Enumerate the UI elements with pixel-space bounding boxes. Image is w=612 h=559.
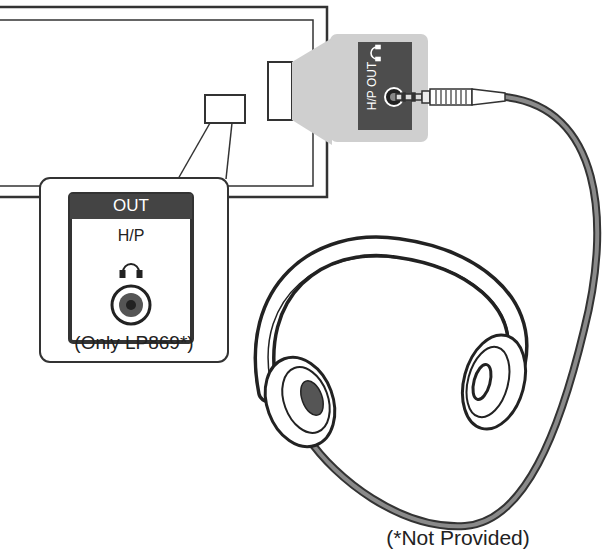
illustration-part — [453, 328, 536, 436]
grip-line — [450, 90, 451, 104]
tv-port-panel — [205, 95, 245, 123]
cable — [308, 97, 597, 526]
headphone-icon — [121, 264, 142, 277]
leader-line — [178, 123, 232, 179]
illustration-part — [121, 271, 125, 277]
headphone-icon — [371, 46, 380, 61]
cable — [308, 97, 597, 526]
node-text: H/P — [118, 227, 145, 245]
note-label: (*Not Provided) — [386, 526, 530, 550]
illustration-part — [253, 347, 346, 456]
illustration-part — [412, 93, 415, 101]
port-header-bar — [70, 194, 192, 219]
illustration-part — [422, 91, 430, 103]
zoom-pointer — [292, 38, 332, 145]
illustration-part — [376, 46, 380, 49]
illustration-part — [472, 89, 505, 105]
illustration-part — [470, 363, 495, 402]
illustration-part — [0, 20, 313, 186]
port-frame — [70, 194, 192, 342]
tv-body — [0, 7, 327, 206]
grip-line — [435, 90, 436, 104]
illustration-part — [0, 7, 327, 197]
node-text: OUT — [113, 196, 149, 216]
illustration-part — [178, 123, 210, 179]
illustration-part — [396, 94, 422, 100]
port-label-plate — [358, 42, 412, 130]
grip-line — [465, 90, 466, 104]
illustration-part — [459, 342, 516, 422]
port-box: OUT H/P — [70, 194, 192, 342]
callout-box: OUT H/P (Only LP869*) — [40, 178, 228, 362]
headphones — [253, 246, 535, 456]
grip-line — [445, 90, 446, 104]
jack — [119, 293, 143, 317]
callout-frame — [40, 178, 228, 362]
port-label-box: H/P OUT — [358, 42, 412, 130]
jack — [112, 286, 150, 324]
jack — [126, 300, 136, 310]
grip-line — [460, 90, 461, 104]
illustration-part — [376, 58, 380, 61]
node-text: H/P OUT — [366, 62, 380, 110]
node-text: (Only LP869*) — [74, 332, 193, 354]
zoom-panel — [330, 34, 428, 142]
illustration-part — [402, 93, 405, 101]
grip-line — [440, 90, 441, 104]
grip-line — [455, 90, 456, 104]
audio-plug — [396, 89, 505, 105]
tv-port-panel — [268, 62, 292, 120]
illustration-part — [296, 378, 327, 419]
plug-grip — [436, 90, 466, 104]
illustration-part — [274, 361, 339, 440]
illustration-part — [138, 271, 142, 277]
illustration-part — [430, 89, 472, 105]
illustration-part — [226, 123, 232, 179]
